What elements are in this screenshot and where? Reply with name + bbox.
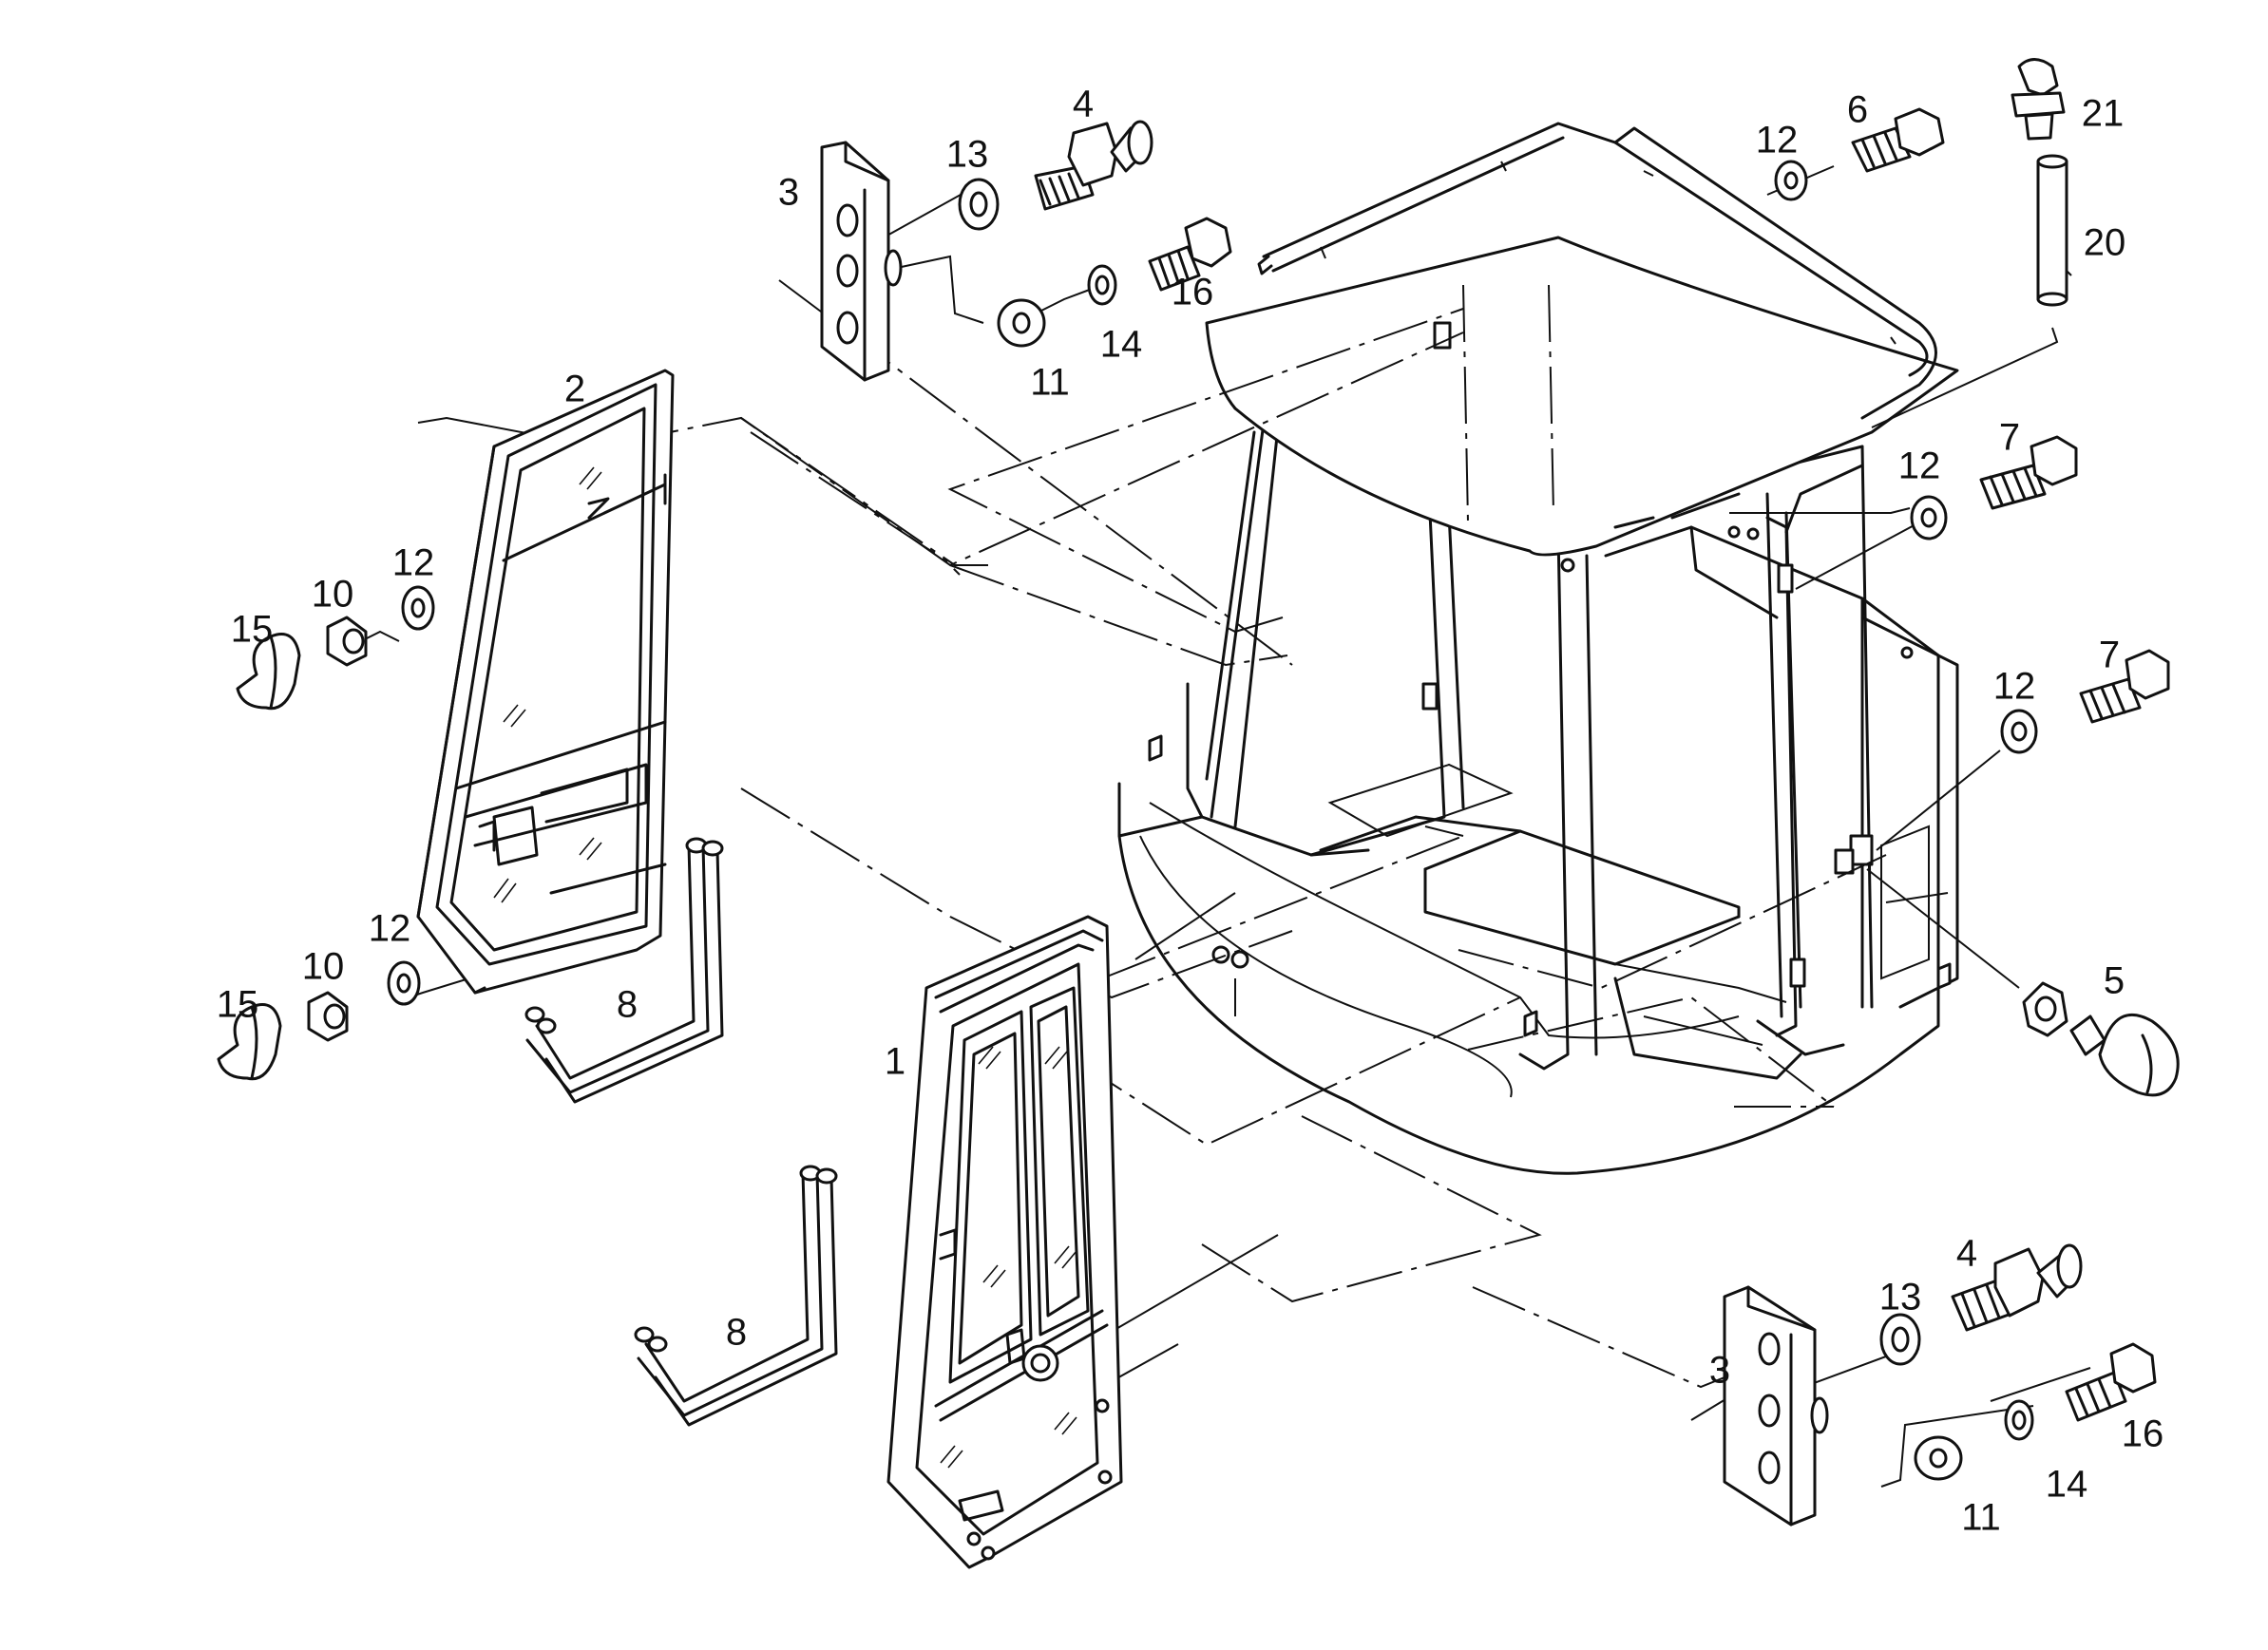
- callout-13-top: 13: [946, 134, 989, 176]
- callout-12-right-upper: 12: [1898, 446, 1941, 487]
- callout-7-upper: 7: [1999, 417, 2020, 459]
- bolt-16-bottom: [2065, 1342, 2157, 1422]
- grease-fitting-21: [2011, 58, 2066, 141]
- grab-handle-8-upper: [524, 837, 724, 1104]
- callout-21: 21: [2082, 93, 2125, 135]
- lock-washer-14-top: [1087, 264, 1117, 306]
- washer-12-right-upper: [1910, 495, 1948, 541]
- bolt-6-roof: [1851, 107, 1945, 173]
- washer-11-top: [997, 298, 1046, 348]
- callout-11-bottom: 11: [1961, 1497, 2001, 1539]
- callout-12-roof: 12: [1756, 120, 1799, 161]
- washer-12-left-lower: [387, 960, 421, 1006]
- mounting-plate-top: [820, 141, 903, 382]
- callout-3-bottom: 3: [1709, 1350, 1730, 1392]
- washer-13-top: [958, 178, 1000, 231]
- stud-bolt-4-top: [1034, 120, 1153, 211]
- callout-4-top: 4: [1073, 84, 1094, 125]
- washer-12-right-lower: [2000, 709, 2038, 754]
- side-window-2: [416, 369, 675, 995]
- cab-body: [1117, 122, 1959, 1175]
- bolt-7-upper: [1979, 435, 2078, 510]
- washer-11-bottom: [1914, 1435, 1963, 1481]
- callout-10-lower: 10: [302, 946, 345, 988]
- callout-7-lower: 7: [2099, 635, 2120, 676]
- callout-2: 2: [564, 369, 585, 410]
- callout-4-bottom: 4: [1956, 1233, 1977, 1275]
- lock-washer-14-bottom: [2004, 1399, 2034, 1441]
- door-1: [886, 915, 1123, 1569]
- callout-16-bottom: 16: [2122, 1413, 2164, 1455]
- washer-12-roof: [1774, 160, 1808, 201]
- callout-15-lower: 15: [217, 984, 259, 1026]
- cap-nut-15-lower: [217, 1003, 282, 1081]
- mounting-plate-bottom: [1723, 1285, 1829, 1527]
- callout-12-left-lower: 12: [369, 908, 411, 950]
- washer-12-left-upper: [401, 585, 435, 631]
- knob-5: [2022, 981, 2180, 1097]
- callout-15-upper: 15: [231, 609, 274, 651]
- cap-nut-15-upper: [236, 633, 301, 711]
- callout-8-upper: 8: [617, 984, 638, 1026]
- stud-bolt-4-bottom: [1951, 1243, 2083, 1332]
- callout-16-top: 16: [1172, 272, 1214, 313]
- callout-labels: 4 13 3 16 14 11 12 6 21 20 2 12 10 15 12…: [217, 84, 2164, 1539]
- fastener-leader-lines: [313, 165, 2091, 1488]
- nut-10-upper: [326, 616, 368, 667]
- nut-10-lower: [307, 991, 349, 1042]
- callout-12-right-lower: 12: [1993, 666, 2036, 708]
- callout-3-top: 3: [778, 172, 799, 214]
- grab-handle-8-lower: [634, 1165, 838, 1427]
- washer-13-bottom: [1879, 1313, 1921, 1366]
- callout-11-top: 11: [1030, 362, 1070, 404]
- callout-20: 20: [2084, 222, 2126, 264]
- callout-10-upper: 10: [312, 574, 354, 616]
- callout-6: 6: [1847, 89, 1868, 131]
- callout-8-lower: 8: [726, 1312, 747, 1354]
- callout-1: 1: [885, 1041, 905, 1083]
- bolt-16-top: [1148, 217, 1232, 292]
- callout-5: 5: [2104, 960, 2125, 1002]
- callout-14-bottom: 14: [2046, 1464, 2088, 1506]
- spacer-tube-20: [2036, 154, 2068, 307]
- callout-14-top: 14: [1100, 324, 1143, 366]
- callout-13-bottom: 13: [1879, 1277, 1922, 1318]
- callout-12-left-upper: 12: [392, 542, 435, 584]
- bolt-7-lower: [2079, 649, 2170, 724]
